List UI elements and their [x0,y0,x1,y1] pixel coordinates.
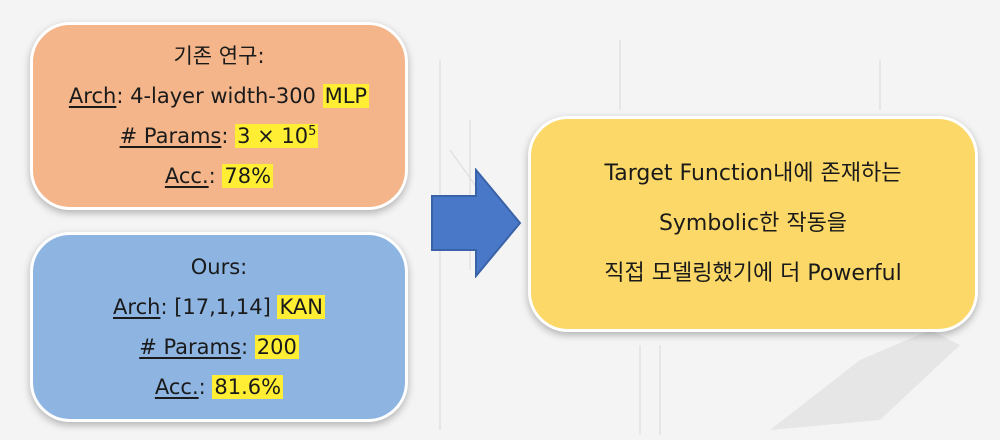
ours-params-line: # Params: 200 [139,335,299,359]
prior-work-card: 기존 연구: Arch: 4-layer width-300 MLP # Par… [30,22,408,210]
result-line-1: Target Function내에 존재하는 [604,161,902,186]
prior-params-exponent: 5 [308,124,317,139]
prior-acc-line: Acc.: 78% [164,164,274,188]
prior-arch-line: Arch: 4-layer width-300 MLP [68,84,370,108]
prior-arch-label: Arch [68,84,117,108]
result-line-3: 직접 모델링했기에 더 Powerful [604,261,902,286]
result-card: Target Function내에 존재하는 Symbolic한 작동을 직접 … [528,116,978,332]
prior-params-line: # Params: 3 × 105 [119,124,319,148]
prior-arch-highlight: MLP [322,84,370,108]
ours-params-label: # Params [139,335,241,359]
prior-acc-value: 78% [222,164,274,188]
ours-params-value: 200 [254,335,299,359]
ours-arch-label: Arch [113,295,161,319]
ours-arch-highlight: KAN [277,295,325,319]
ours-card: Ours: Arch: [17,1,14] KAN # Params: 200 … [30,232,408,422]
ours-acc-line: Acc.: 81.6% [154,375,284,399]
ours-acc-value: 81.6% [212,375,284,399]
prior-params-label: # Params [119,124,222,148]
right-arrow-icon [431,168,522,278]
ours-arch-value: [17,1,14] [174,295,271,319]
prior-params-value: 3 × 105 [235,124,319,148]
prior-acc-label: Acc. [164,164,209,188]
result-line-2: Symbolic한 작동을 [658,211,848,236]
ours-acc-label: Acc. [154,375,199,399]
prior-arch-value: 4-layer width-300 [130,84,316,108]
prior-title: 기존 연구: [173,44,265,68]
ours-arch-line: Arch: [17,1,14] KAN [113,295,325,319]
ours-title: Ours: [190,255,248,279]
